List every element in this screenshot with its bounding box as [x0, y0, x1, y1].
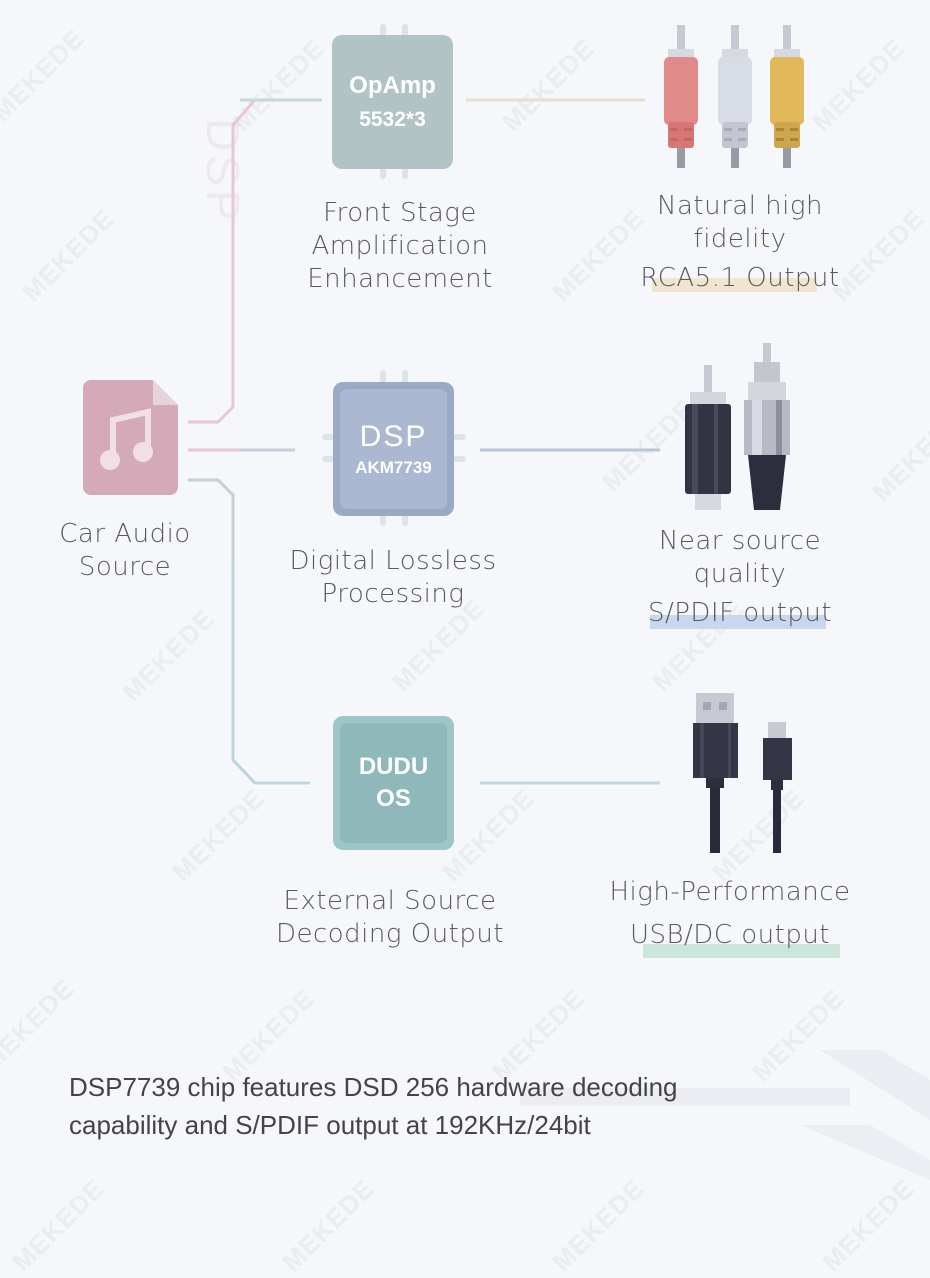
spdif-highlight: [650, 615, 826, 629]
decorative-band: [520, 1088, 850, 1106]
rca-caption: Natural high fidelity RCA5.1 Output: [600, 190, 880, 295]
watermark: MEKEDE: [816, 1173, 921, 1278]
usb-highlight: [643, 944, 840, 958]
watermark: MEKEDE: [276, 1173, 381, 1278]
connection-lines: [188, 98, 660, 785]
chip-opamp-model: 5532*3: [359, 108, 426, 131]
caption-line: Natural high: [657, 191, 823, 221]
usb-caption: High-Performance USB/DC output: [580, 876, 880, 952]
chip-pin: [380, 24, 386, 38]
chip-dsp-caption: Digital Lossless Processing: [263, 545, 523, 611]
chip-duduos: DUDU OS: [333, 716, 454, 850]
description-line: DSP7739 chip features DSD 256 hardware d…: [69, 1072, 678, 1102]
chip-pin: [402, 512, 408, 526]
music-file-icon: [83, 380, 178, 495]
chip-opamp: OpAmp 5532*3: [332, 35, 453, 169]
rca-highlight: [652, 278, 817, 292]
caption-line: Near source: [658, 526, 822, 556]
decorative-chevrons: [800, 1050, 930, 1180]
caption-line: quality: [693, 559, 787, 589]
spdif-caption: Near source quality S/PDIF output: [600, 525, 880, 630]
chip-pin: [380, 165, 386, 179]
chip-pin: [380, 512, 386, 526]
source-label-line: Car Audio: [59, 519, 191, 549]
caption-line: External Source: [283, 886, 497, 916]
rca-cable-icon: [664, 25, 804, 168]
chip-pin: [402, 165, 408, 179]
caption-line: Amplification: [311, 231, 489, 261]
caption-line: High-Performance: [609, 877, 851, 907]
caption-line: RCA5.1 Output: [640, 263, 840, 293]
chip-pin: [322, 456, 336, 462]
chip-opamp-caption: Front Stage Amplification Enhancement: [270, 197, 530, 296]
chip-pin: [322, 434, 336, 440]
usb-cable-icon: [693, 693, 792, 853]
chip-pin: [402, 370, 408, 384]
chip-pin: [380, 370, 386, 384]
feature-description: DSP7739 chip features DSD 256 hardware d…: [69, 1068, 849, 1144]
chip-duduos-subtitle: OS: [376, 785, 411, 812]
chip-pin: [452, 434, 466, 440]
chip-pin: [402, 24, 408, 38]
description-line: capability and S/PDIF output at 192KHz/2…: [69, 1110, 591, 1140]
caption-line: USB/DC output: [629, 920, 830, 950]
chip-dsp-model: AKM7739: [355, 458, 432, 477]
caption-line: Digital Lossless: [289, 546, 497, 576]
source-label: Car Audio Source: [30, 518, 220, 584]
chip-duduos-title: DUDU: [358, 753, 429, 780]
watermark: MEKEDE: [6, 1173, 111, 1278]
watermark: MEKEDE: [546, 1173, 651, 1278]
caption-line: fidelity: [693, 224, 787, 254]
caption-line: Processing: [321, 579, 465, 609]
caption-line: Front Stage: [323, 198, 477, 228]
chip-dsp: DSP AKM7739: [333, 382, 454, 516]
chip-duduos-caption: External Source Decoding Output: [255, 885, 525, 951]
coaxial-cable-icon: [685, 343, 790, 510]
caption-line: Enhancement: [307, 264, 493, 294]
caption-line: S/PDIF output: [647, 598, 833, 628]
chip-pin: [452, 456, 466, 462]
chip-dsp-title: DSP: [359, 420, 428, 453]
chip-opamp-title: OpAmp: [349, 72, 436, 99]
source-label-line: Source: [78, 552, 172, 582]
caption-line: Decoding Output: [275, 919, 505, 949]
